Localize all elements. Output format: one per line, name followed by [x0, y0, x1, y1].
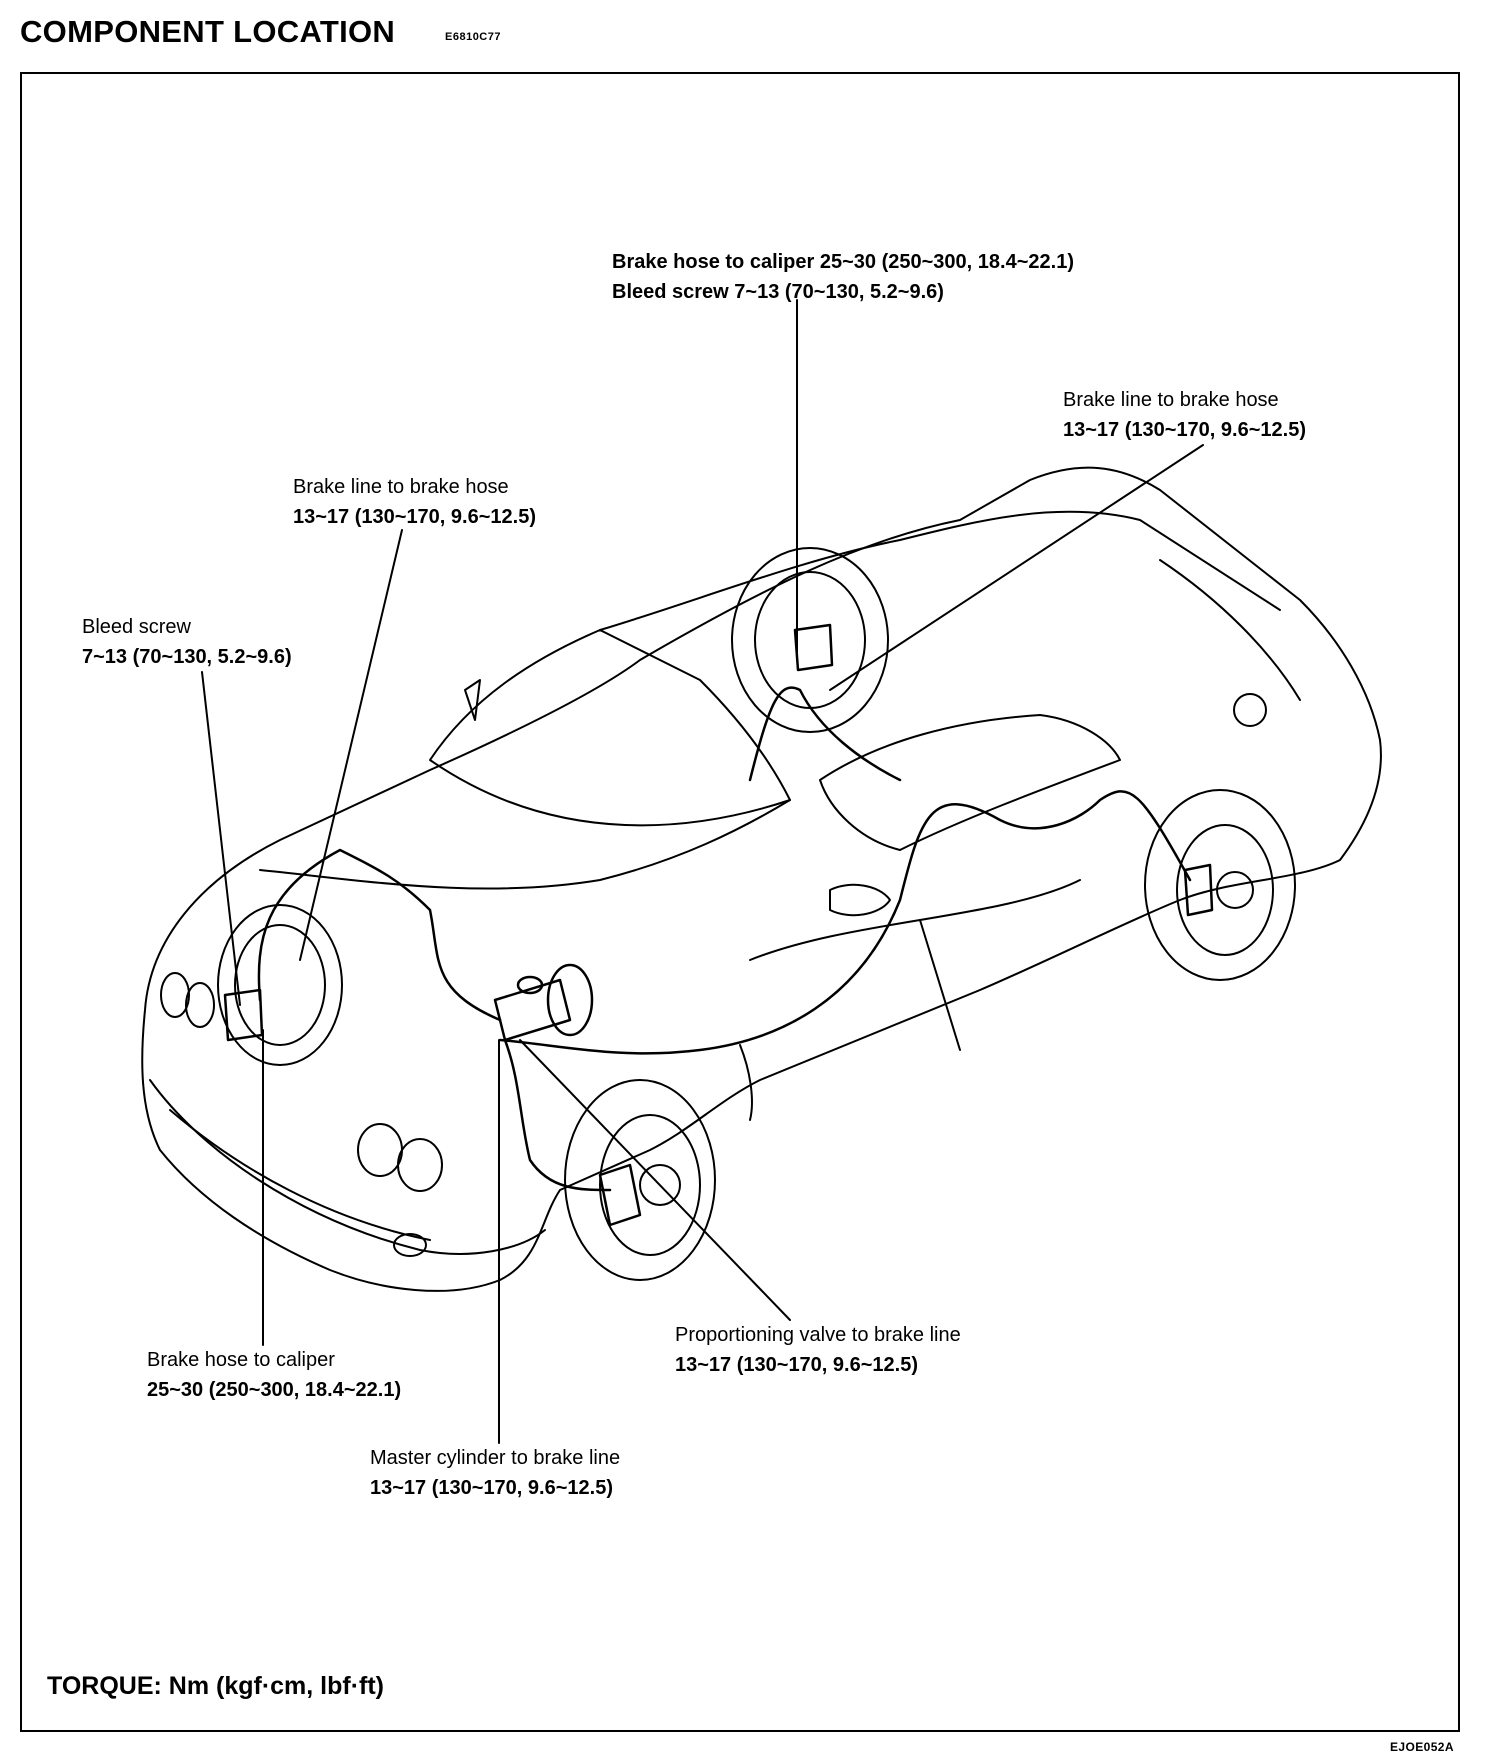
- callout-rear-caliper-line2: Bleed screw 7~13 (70~130, 5.2~9.6): [612, 281, 944, 303]
- callout-master-cylinder-line2: 13~17 (130~170, 9.6~12.5): [370, 1477, 613, 1499]
- callout-rear-line-hose-line2: 13~17 (130~170, 9.6~12.5): [1063, 419, 1306, 441]
- callout-master-cylinder: Master cylinder to brake line 13~17 (130…: [370, 1443, 620, 1503]
- callout-rear-caliper: Brake hose to caliper 25~30 (250~300, 18…: [612, 247, 1074, 307]
- callout-rear-caliper-line1: Brake hose to caliper 25~30 (250~300, 18…: [612, 251, 1074, 273]
- leader-lines: [201, 299, 1204, 1444]
- callout-proportioning-line2: 13~17 (130~170, 9.6~12.5): [675, 1354, 918, 1376]
- callout-rear-line-hose-line1: Brake line to brake hose: [1063, 389, 1279, 411]
- callout-rear-brake-line-to-hose: Brake line to brake hose 13~17 (130~170,…: [1063, 385, 1306, 445]
- figure-code: EJOE052A: [1390, 1740, 1454, 1754]
- callout-front-line-hose-line1: Brake line to brake hose: [293, 476, 509, 498]
- callout-master-cylinder-line1: Master cylinder to brake line: [370, 1447, 621, 1469]
- callout-front-bleed-line2: 7~13 (70~130, 5.2~9.6): [82, 646, 292, 668]
- car-body: [141, 466, 1382, 1292]
- diagram-frame: [20, 72, 1460, 1732]
- callout-front-bleed-screw: Bleed screw 7~13 (70~130, 5.2~9.6): [82, 612, 292, 672]
- callout-front-caliper-line1: Brake hose to caliper: [147, 1349, 335, 1371]
- callout-front-brake-line-to-hose: Brake line to brake hose 13~17 (130~170,…: [293, 472, 536, 532]
- callout-proportioning-line1: Proportioning valve to brake line: [675, 1324, 961, 1346]
- brake-lines: [257, 686, 1192, 1192]
- wheels: [217, 547, 1296, 1281]
- torque-units-note: TORQUE: Nm (kgf·cm, lbf·ft): [47, 1672, 385, 1700]
- callout-front-caliper: Brake hose to caliper 25~30 (250~300, 18…: [147, 1345, 401, 1405]
- callout-front-bleed-line1: Bleed screw: [82, 616, 191, 638]
- callout-front-line-hose-line2: 13~17 (130~170, 9.6~12.5): [293, 506, 536, 528]
- page-title: COMPONENT LOCATION: [20, 14, 396, 49]
- document-code: E6810C77: [445, 31, 501, 43]
- callout-front-caliper-line2: 25~30 (250~300, 18.4~22.1): [147, 1379, 402, 1401]
- callout-proportioning-valve: Proportioning valve to brake line 13~17 …: [675, 1320, 961, 1380]
- brake-components: [223, 623, 1214, 1227]
